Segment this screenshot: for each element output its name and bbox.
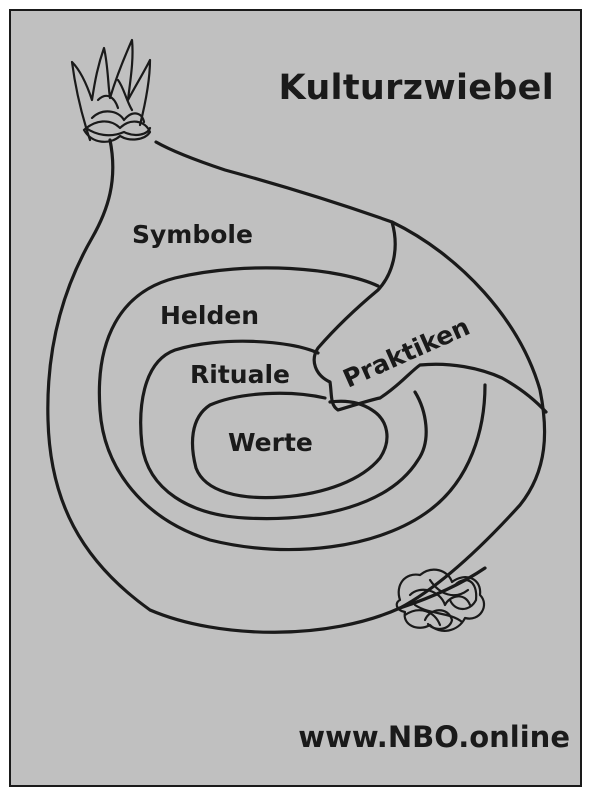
label-praktiken: Praktiken [339, 312, 474, 394]
diagram-title: Kulturzwiebel [278, 68, 554, 108]
ring-werte [190, 391, 389, 500]
onion-outer-skin [46, 138, 547, 634]
label-helden: Helden [160, 301, 259, 330]
diagram-frame [9, 9, 582, 787]
ring-helden [97, 266, 487, 552]
website-url: www.NBO.online [298, 720, 570, 754]
label-rituale: Rituale [190, 360, 290, 389]
onion-roots [395, 568, 486, 632]
onion-top-leaves [70, 38, 152, 143]
ring-rituale [139, 339, 428, 521]
label-symbole: Symbole [132, 220, 253, 249]
label-werte: Werte [228, 428, 313, 457]
praktiken-segment-boundary [312, 220, 548, 414]
onion-root-stem [398, 566, 487, 610]
